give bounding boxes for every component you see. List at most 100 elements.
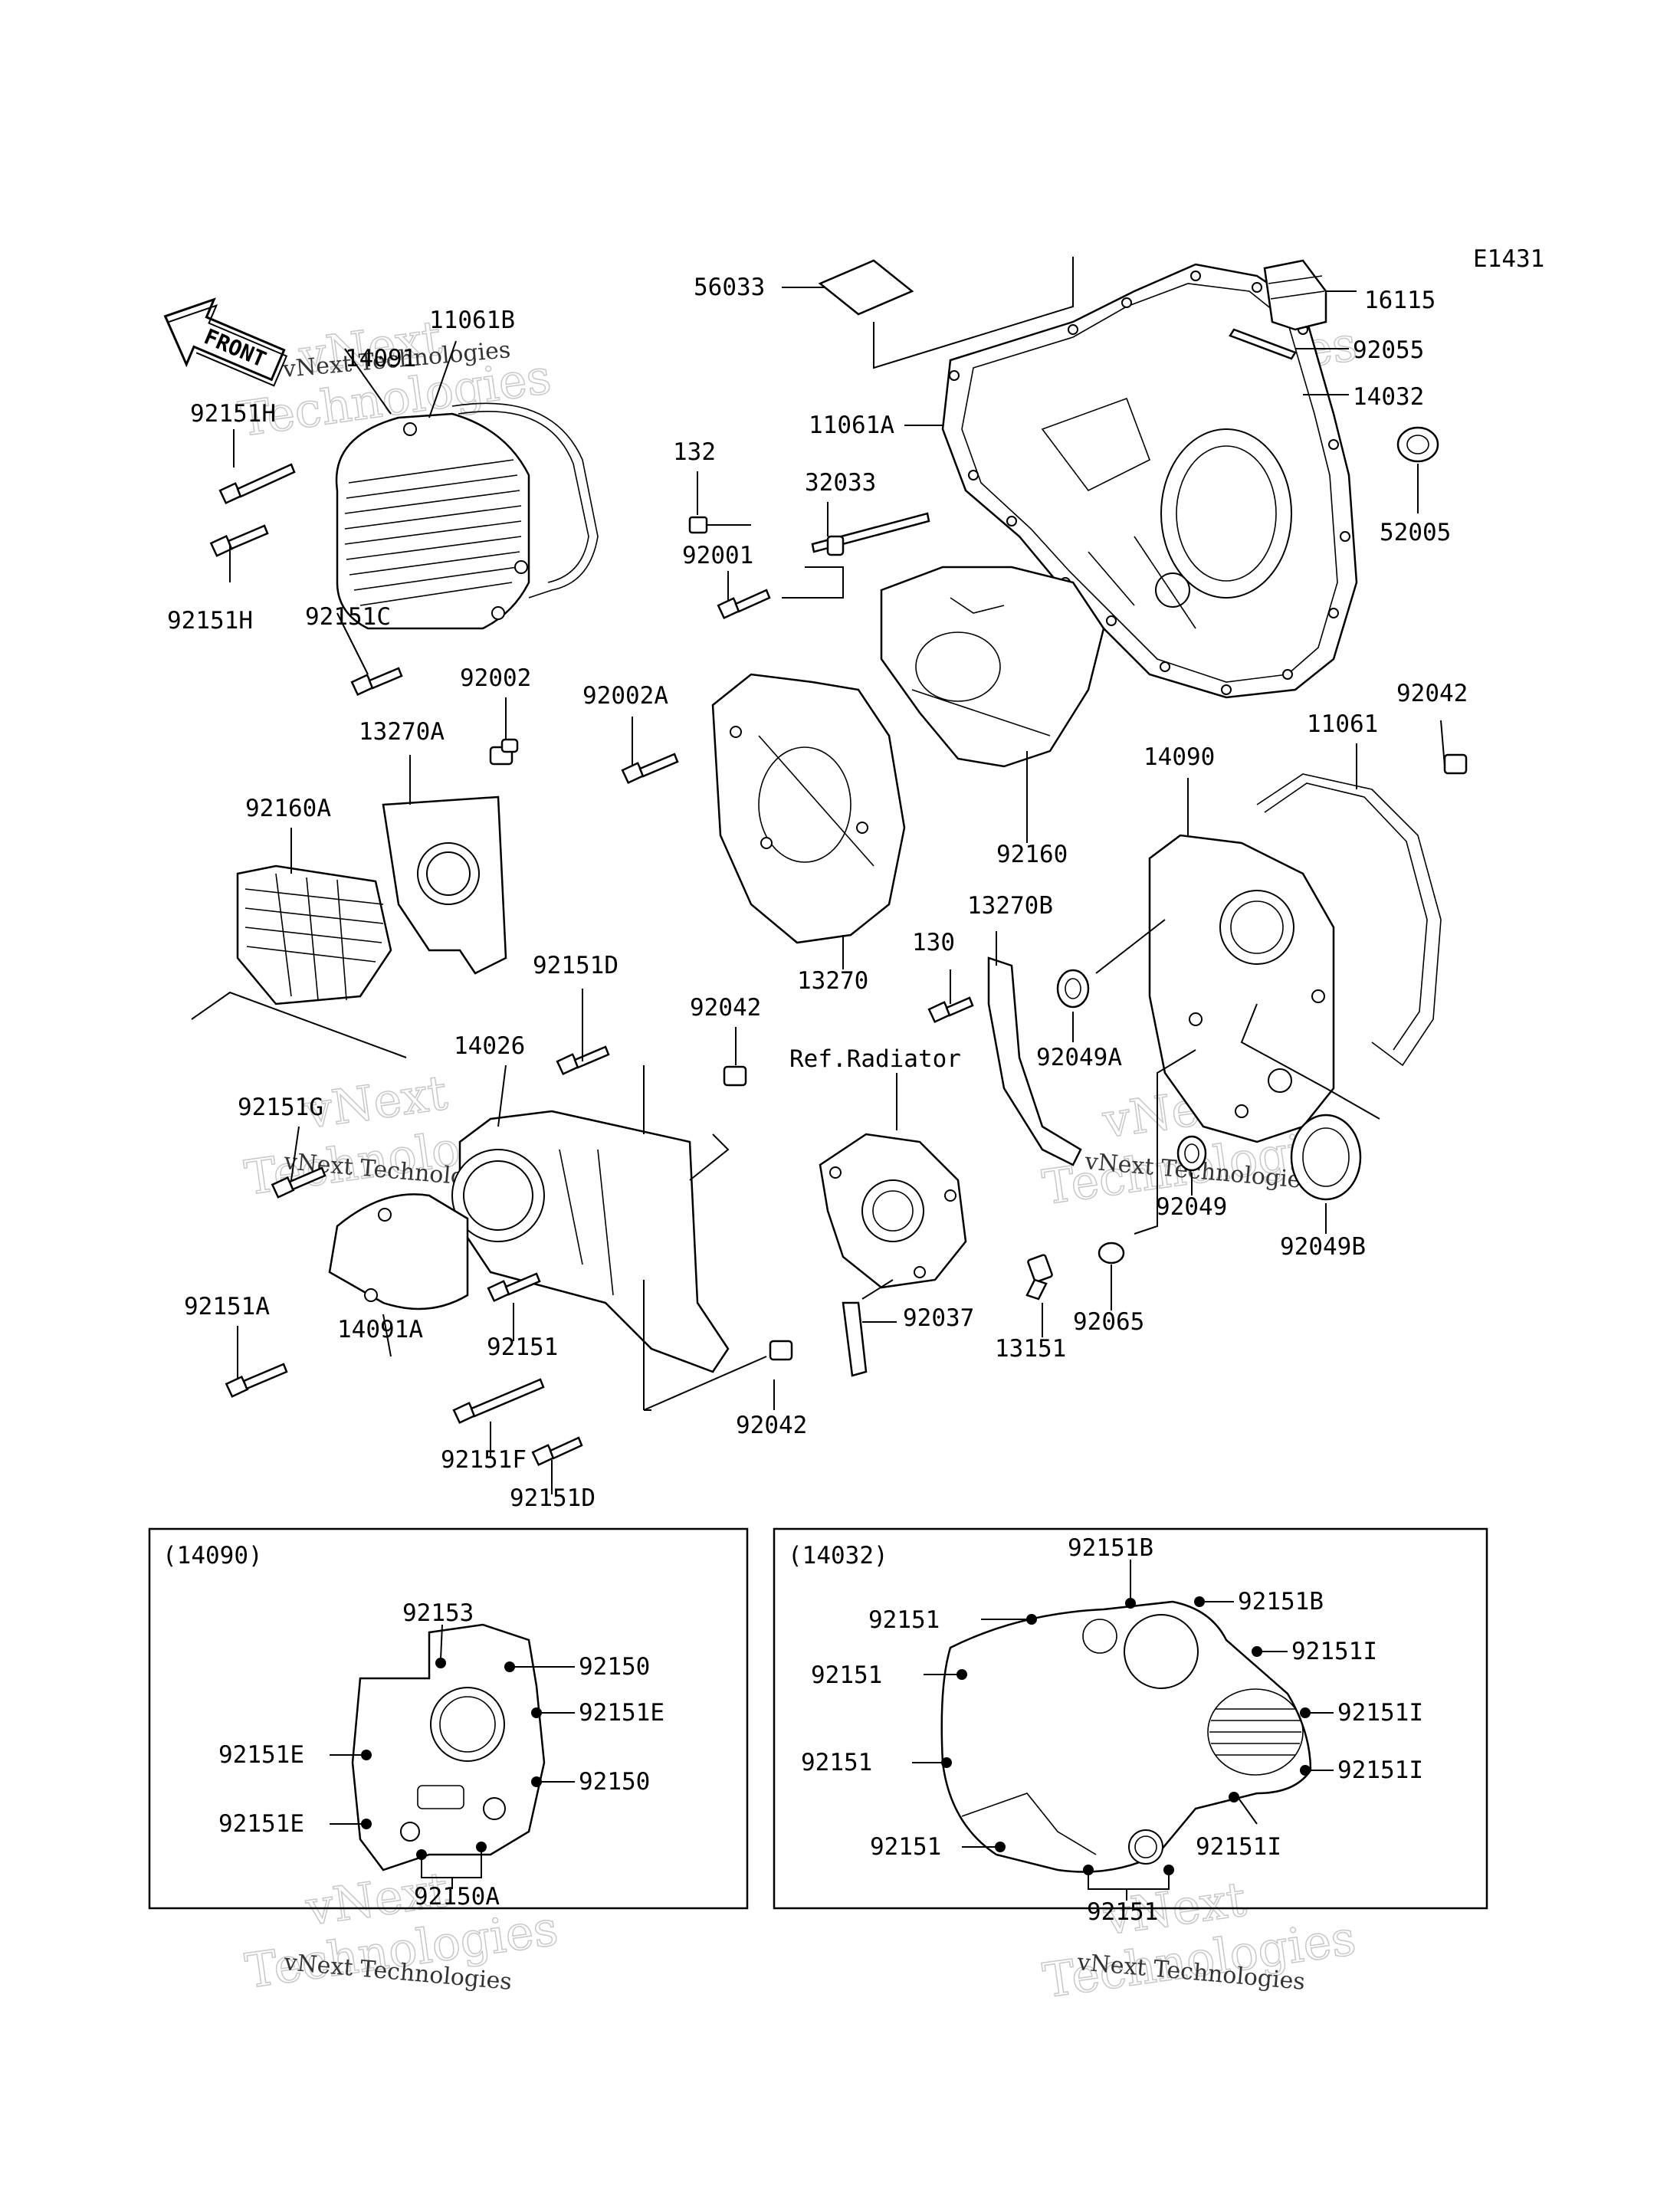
- cover-14090: [1148, 834, 1335, 1143]
- bracket-13270B: [987, 956, 1082, 1166]
- diagram-code: E1431: [1473, 245, 1544, 273]
- bolt-92002A: [621, 753, 679, 785]
- label-92151D-top: 92151D: [533, 952, 619, 979]
- label-32033: 32033: [805, 469, 876, 497]
- bolt-92151C: [350, 667, 403, 697]
- label-92151H-bot: 92151H: [167, 607, 253, 635]
- label-11061: 11061: [1307, 710, 1378, 738]
- cover-11061A: [941, 263, 1358, 699]
- plate-13270: [711, 673, 906, 944]
- inset-right-label: 92151I: [1337, 1757, 1423, 1784]
- clip-92037: [842, 1301, 868, 1377]
- label-92160A: 92160A: [245, 795, 331, 822]
- shield-92160A: [236, 864, 392, 1005]
- washer-92065: [1098, 1242, 1125, 1265]
- seal-92049A: [1056, 969, 1090, 1009]
- inset-left-label: 92151E: [218, 1741, 304, 1769]
- label-13270A: 13270A: [359, 718, 445, 746]
- inset-right-label: 92151I: [1337, 1699, 1423, 1727]
- cap-14091A: [328, 1193, 469, 1310]
- label-92151A: 92151A: [184, 1293, 270, 1320]
- inset-left-label: 92150A: [414, 1883, 500, 1911]
- front-arrow-icon: FRONT: [163, 297, 288, 387]
- inset-left-label: 92151E: [218, 1810, 304, 1838]
- label-92151F: 92151F: [441, 1446, 527, 1474]
- inset-right-label: 92151: [868, 1606, 940, 1634]
- rod-32033: [811, 512, 930, 556]
- label-92151-mid: 92151: [487, 1333, 558, 1361]
- label-92037: 92037: [903, 1304, 974, 1332]
- seal-92049: [1176, 1135, 1207, 1172]
- label-92049: 92049: [1156, 1193, 1227, 1221]
- label-92002: 92002: [460, 664, 531, 692]
- inset-right-title: (14032): [788, 1542, 888, 1570]
- part-labels: 11061B 14091 92151H 92151H 92151C 92002 …: [167, 274, 1468, 1512]
- label-11061B: 11061B: [429, 307, 515, 334]
- bolt-92151H-bot: [209, 524, 269, 557]
- label-13151: 13151: [995, 1335, 1066, 1363]
- label-13270: 13270: [797, 967, 868, 995]
- label-14090: 14090: [1144, 743, 1215, 771]
- label-52005: 52005: [1380, 519, 1451, 546]
- inset-right-label: 92151B: [1068, 1534, 1153, 1562]
- label-56033: 56033: [694, 274, 765, 301]
- radiator-housing: [819, 1133, 967, 1289]
- label-92042-a: 92042: [690, 994, 761, 1022]
- inset-14032: (14032): [773, 1527, 1488, 1926]
- label-92065: 92065: [1073, 1308, 1144, 1336]
- label-92001: 92001: [682, 542, 753, 569]
- inset-14090: (14090) 92153 92150 92151E 92151E 92150 …: [148, 1527, 749, 1911]
- inset-left-title: (14090): [162, 1542, 263, 1570]
- label-92055: 92055: [1353, 336, 1424, 364]
- label-13270B: 13270B: [967, 892, 1053, 920]
- bolt-92151D-top: [556, 1045, 610, 1076]
- seal-92049B: [1290, 1114, 1362, 1201]
- label-16115: 16115: [1364, 287, 1436, 314]
- label-92151C: 92151C: [305, 603, 391, 631]
- inset-right-label: 92151: [801, 1749, 872, 1776]
- label-92151G: 92151G: [238, 1094, 323, 1121]
- label-ref-radiator: Ref.Radiator: [789, 1045, 961, 1073]
- inset-left-label: 92150: [579, 1653, 650, 1681]
- inset-left-label: 92150: [579, 1768, 650, 1796]
- inset-right-label: 92151: [870, 1833, 941, 1861]
- dowel-92042-c: [1443, 753, 1468, 775]
- bolt-132: [688, 516, 751, 534]
- label-92042-b: 92042: [736, 1412, 807, 1439]
- bolt-92151D-bot: [531, 1436, 583, 1467]
- label-130: 130: [912, 929, 955, 956]
- oring-92055: [1229, 328, 1297, 360]
- gasket-11061B: [451, 402, 599, 599]
- bolt-130: [927, 996, 974, 1024]
- bolt-92151-mid: [487, 1272, 541, 1303]
- inset-right-label: 92151: [811, 1661, 882, 1689]
- inset-left-label: 92153: [402, 1599, 474, 1627]
- bolt-92151H-top: [218, 463, 296, 505]
- label-132: 132: [673, 438, 716, 466]
- cover-14026: [451, 1110, 730, 1373]
- seal-52005: [1396, 426, 1439, 463]
- gasket-11061: [1256, 773, 1442, 1067]
- cover-14091: [335, 412, 530, 630]
- label-14091: 14091: [345, 345, 416, 372]
- label-92049A: 92049A: [1036, 1044, 1122, 1071]
- inset-right-label: 92151B: [1238, 1588, 1324, 1615]
- dowel-92042-a: [723, 1065, 747, 1087]
- dowel-92002: [489, 738, 519, 766]
- label-92002A: 92002A: [582, 682, 668, 710]
- bolt-92151G: [271, 1166, 326, 1199]
- bolt-92151A: [225, 1363, 288, 1398]
- sensor-13151: [1025, 1254, 1053, 1301]
- cap-16115: [1263, 259, 1327, 331]
- label-92049B: 92049B: [1280, 1233, 1366, 1261]
- label-92042-c: 92042: [1396, 680, 1468, 707]
- inset-right-label: 92151I: [1291, 1638, 1377, 1665]
- label-14026: 14026: [454, 1032, 525, 1060]
- label-56033: [818, 259, 914, 316]
- inset-left-label: 92151E: [579, 1699, 664, 1727]
- leader-lines: [229, 287, 1445, 1494]
- label-92160: 92160: [996, 841, 1068, 868]
- label-92151D-bot: 92151D: [510, 1484, 596, 1512]
